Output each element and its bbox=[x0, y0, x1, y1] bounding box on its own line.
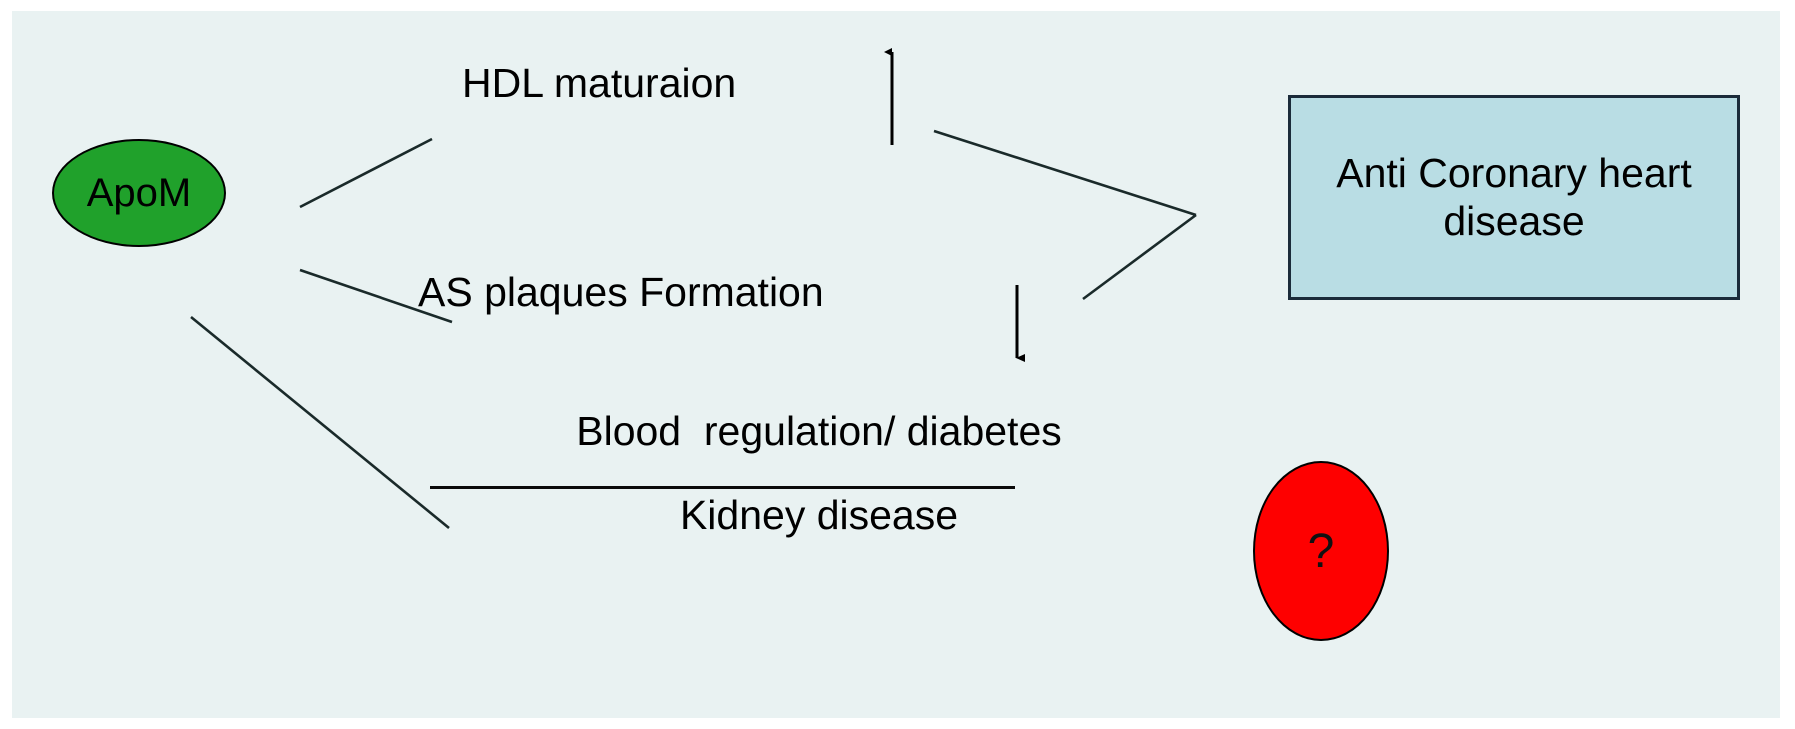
label-as-plaques-formation: AS plaques Formation bbox=[418, 269, 824, 315]
node-apom[interactable]: ApoM bbox=[52, 139, 226, 247]
node-anti-coronary-heart-disease[interactable]: Anti Coronary heart disease bbox=[1288, 95, 1740, 300]
node-anti-coronary-heart-disease-label: Anti Coronary heart disease bbox=[1336, 149, 1692, 244]
node-apom-label: ApoM bbox=[86, 170, 192, 215]
node-question-label: ? bbox=[1307, 524, 1335, 578]
node-question-unknown[interactable]: ? bbox=[1253, 461, 1389, 641]
label-blood-regulation-diabetes: Blood regulation/ diabetes bbox=[576, 408, 1062, 454]
label-hdl-maturation: HDL maturaion bbox=[462, 60, 737, 106]
fraction-rule bbox=[430, 486, 1015, 489]
label-kidney-disease: Kidney disease bbox=[679, 492, 959, 538]
